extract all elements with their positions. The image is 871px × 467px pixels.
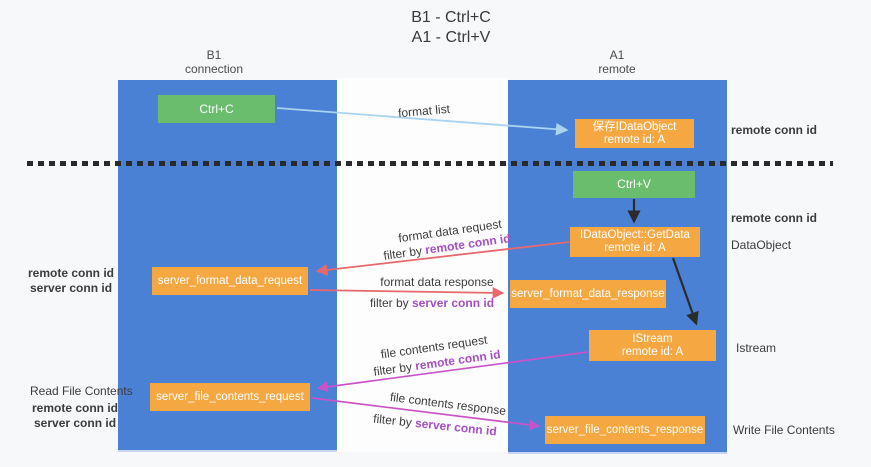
left-read-file-contents: Read File Contents bbox=[30, 384, 133, 398]
node-save-idataobject-line2: remote id: A bbox=[603, 133, 666, 146]
server-conn-id-text: server conn id bbox=[412, 296, 495, 310]
left-server-conn-id-1: server conn id bbox=[30, 281, 113, 295]
column-b1-name: B1 bbox=[206, 48, 222, 62]
node-ctrl-v: Ctrl+V bbox=[573, 171, 695, 198]
column-header-a1: A1 remote bbox=[557, 48, 677, 76]
title-line-2: A1 - Ctrl+V bbox=[411, 29, 491, 46]
node-istream-line1: IStream bbox=[632, 332, 673, 345]
filter-by-text: filter by bbox=[369, 296, 409, 310]
node-server-format-data-response: server_format_data_response bbox=[510, 280, 666, 308]
node-ctrl-c: Ctrl+C bbox=[158, 95, 275, 123]
node-server-file-contents-request: server_file_contents_request bbox=[150, 383, 310, 411]
node-save-idataobject-line1: 保存IDataObject bbox=[592, 120, 677, 133]
node-getdata-line2: remote id: A bbox=[604, 242, 666, 254]
title-line-1: B1 - Ctrl+C bbox=[411, 9, 491, 26]
phase-separator-dashed-line bbox=[27, 161, 833, 166]
node-idataobject-getdata: IDataObject::GetData remote id: A bbox=[570, 227, 700, 257]
right-write-file-contents: Write File Contents bbox=[733, 423, 835, 437]
label-format-data-response: format data response bbox=[380, 275, 494, 289]
left-remote-conn-id-1: remote conn id bbox=[28, 266, 115, 280]
right-istream: Istream bbox=[736, 341, 777, 355]
node-format-request-label: server_format_data_request bbox=[157, 274, 303, 287]
label-filter-server-1: filter by server conn id bbox=[370, 296, 494, 310]
column-header-b1: B1 connection bbox=[154, 48, 274, 76]
node-save-idataobject: 保存IDataObject remote id: A bbox=[575, 119, 694, 148]
node-server-file-contents-response: server_file_contents_response bbox=[545, 416, 705, 444]
column-a1-name: A1 bbox=[609, 48, 625, 62]
column-b1-role: connection bbox=[184, 62, 244, 76]
column-a1-role: remote bbox=[598, 62, 636, 76]
right-remote-conn-id-1: remote conn id bbox=[731, 123, 818, 137]
diagram-title: B1 - Ctrl+C A1 - Ctrl+V bbox=[301, 8, 601, 48]
node-istream: IStream remote id: A bbox=[589, 330, 716, 361]
left-remote-conn-id-2: remote conn id bbox=[32, 401, 119, 415]
right-dataobject: DataObject bbox=[731, 238, 792, 252]
node-format-response-label: server_format_data_response bbox=[511, 287, 665, 300]
node-istream-line2: remote id: A bbox=[621, 345, 684, 358]
node-ctrl-c-label: Ctrl+C bbox=[199, 101, 234, 116]
node-getdata-line1: IDataObject::GetData bbox=[580, 229, 690, 241]
left-server-conn-id-2: server conn id bbox=[34, 416, 117, 430]
node-file-response-label: server_file_contents_response bbox=[546, 423, 704, 436]
node-server-format-data-request: server_format_data_request bbox=[152, 267, 308, 295]
node-ctrl-v-label: Ctrl+V bbox=[617, 177, 651, 191]
node-file-request-label: server_file_contents_request bbox=[156, 390, 304, 403]
right-remote-conn-id-2: remote conn id bbox=[731, 211, 818, 225]
